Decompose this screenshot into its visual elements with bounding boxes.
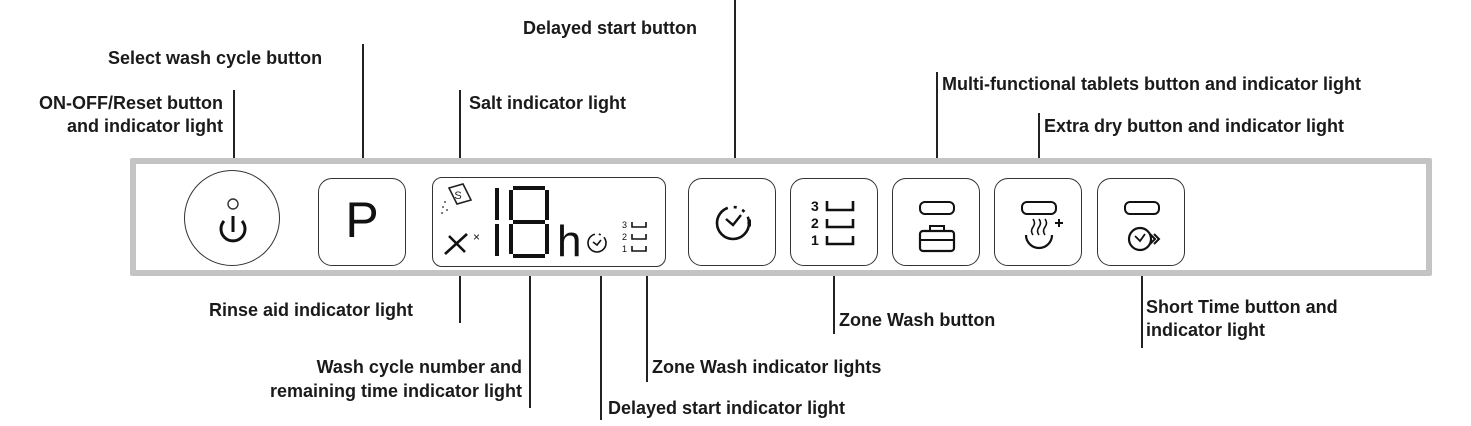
label-zone-wash-button: Zone Wash button bbox=[839, 310, 996, 330]
svg-text:S: S bbox=[454, 190, 461, 202]
label-select-wash-cycle-button: Select wash cycle button bbox=[108, 48, 323, 68]
select-wash-cycle-button[interactable]: P bbox=[318, 178, 406, 266]
program-p-icon: P bbox=[345, 192, 379, 248]
label-short-time-line1: Short Time button and bbox=[1146, 297, 1338, 317]
display-digits: h bbox=[495, 186, 581, 266]
label-salt-indicator: Salt indicator light bbox=[469, 93, 627, 113]
label-on-off-reset-line1: ON-OFF/Reset button bbox=[39, 93, 223, 113]
svg-text:2: 2 bbox=[622, 232, 627, 242]
extra-dry-button[interactable] bbox=[994, 178, 1082, 266]
zone-wash-button[interactable]: 3 2 1 bbox=[790, 178, 878, 266]
svg-text:2: 2 bbox=[811, 215, 819, 231]
svg-text:3: 3 bbox=[811, 198, 819, 214]
extra-dry-icon bbox=[1021, 201, 1063, 250]
leader-on-off bbox=[233, 90, 235, 170]
label-multi-functional-tablets: Multi-functional tablets button and indi… bbox=[942, 74, 1361, 94]
label-wash-cycle-line1: Wash cycle number and bbox=[316, 357, 522, 377]
svg-text:×: × bbox=[473, 230, 480, 244]
power-icon bbox=[219, 198, 247, 243]
salt-icon: S bbox=[441, 183, 473, 214]
label-delayed-start-indicator: Delayed start indicator light bbox=[608, 398, 846, 418]
leader-zone-wash-button bbox=[833, 266, 835, 334]
leader-wash-cycle bbox=[529, 260, 531, 408]
multi-functional-tablets-button[interactable] bbox=[892, 178, 980, 266]
svg-text:3: 3 bbox=[622, 220, 627, 230]
label-zone-wash-indicators: Zone Wash indicator lights bbox=[652, 357, 882, 377]
svg-text:h: h bbox=[557, 217, 581, 266]
label-on-off-reset-line2: and indicator light bbox=[67, 116, 223, 136]
leader-extra-dry bbox=[1038, 113, 1040, 178]
svg-text:1: 1 bbox=[622, 244, 627, 254]
delayed-start-button[interactable] bbox=[688, 178, 776, 266]
rinse-aid-icon: × bbox=[444, 230, 480, 255]
delay-clock-icon bbox=[715, 205, 751, 241]
leader-multi-tablets bbox=[936, 72, 938, 178]
delay-clock-indicator-icon bbox=[587, 233, 607, 253]
svg-text:1: 1 bbox=[811, 232, 819, 248]
leader-short-time bbox=[1141, 266, 1143, 348]
leader-zone-wash-indicators bbox=[646, 250, 648, 382]
label-rinse-aid-indicator: Rinse aid indicator light bbox=[209, 300, 414, 320]
leader-rinse-aid bbox=[459, 245, 461, 323]
leader-delayed-start-button bbox=[734, 0, 736, 178]
short-time-button[interactable] bbox=[1097, 178, 1185, 266]
label-short-time-line2: indicator light bbox=[1146, 320, 1265, 340]
label-wash-cycle-line2: remaining time indicator light bbox=[269, 381, 522, 401]
label-delayed-start-button: Delayed start button bbox=[523, 18, 698, 38]
display-panel: S × h 3 2 1 bbox=[432, 177, 666, 267]
label-extra-dry: Extra dry button and indicator light bbox=[1044, 116, 1345, 136]
leader-delayed-start-indicator bbox=[600, 258, 602, 420]
on-off-reset-button[interactable] bbox=[184, 170, 280, 266]
tablet-icon bbox=[918, 201, 956, 253]
leader-select-wash-cycle bbox=[362, 44, 364, 178]
leader-salt bbox=[459, 90, 461, 178]
short-time-icon bbox=[1124, 201, 1161, 252]
zone-wash-icon: 3 2 1 bbox=[811, 198, 855, 248]
zone-wash-indicator-icon: 3 2 1 bbox=[622, 220, 647, 254]
